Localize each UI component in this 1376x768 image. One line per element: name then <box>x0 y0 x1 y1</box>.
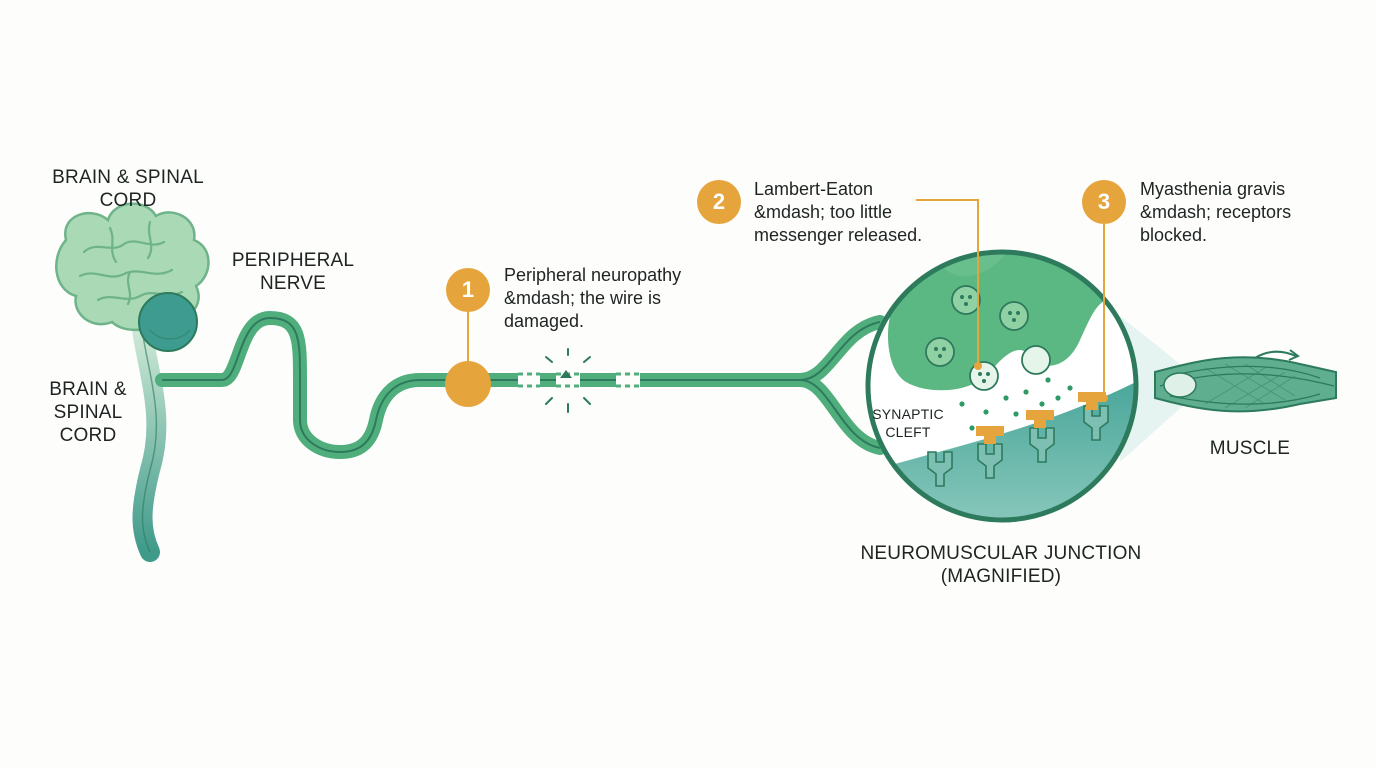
callout-text-2: Lambert-Eaton &mdash; too little messeng… <box>754 179 923 245</box>
callout-badge-3: 3 <box>1082 180 1126 224</box>
brain-icon <box>55 202 210 352</box>
callout-badge-1: 1 <box>446 268 490 312</box>
label-peripheral-nerve: PERIPHERAL NERVE <box>231 250 355 294</box>
neurotransmitter-dots <box>959 377 1073 431</box>
nerve-damage-marks <box>518 348 640 413</box>
label-muscle: MUSCLE <box>1209 438 1291 459</box>
label-synaptic-cleft: SYNAPTIC CLEFT <box>872 406 944 440</box>
callout-text-1: Peripheral neuropathy &mdash; the wire i… <box>504 265 682 331</box>
label-brain-spinal-cord-top: BRAIN & SPINAL CORD <box>52 167 204 211</box>
label-brain-spinal-cord-side: BRAIN & SPINAL CORD <box>49 379 127 446</box>
spinal-cord <box>132 320 167 562</box>
receptor-blockers <box>976 392 1106 444</box>
callout-text-3: Myasthenia gravis &mdash; receptors bloc… <box>1140 179 1292 245</box>
neuromuscular-junction-magnified <box>865 249 1139 523</box>
damage-marker <box>445 361 491 407</box>
label-neuromuscular-junction: NEUROMUSCULAR JUNCTION (MAGNIFIED) <box>860 543 1142 587</box>
muscle-icon <box>1154 349 1337 413</box>
receptors <box>927 405 1109 487</box>
callout-badge-2: 2 <box>697 180 741 224</box>
